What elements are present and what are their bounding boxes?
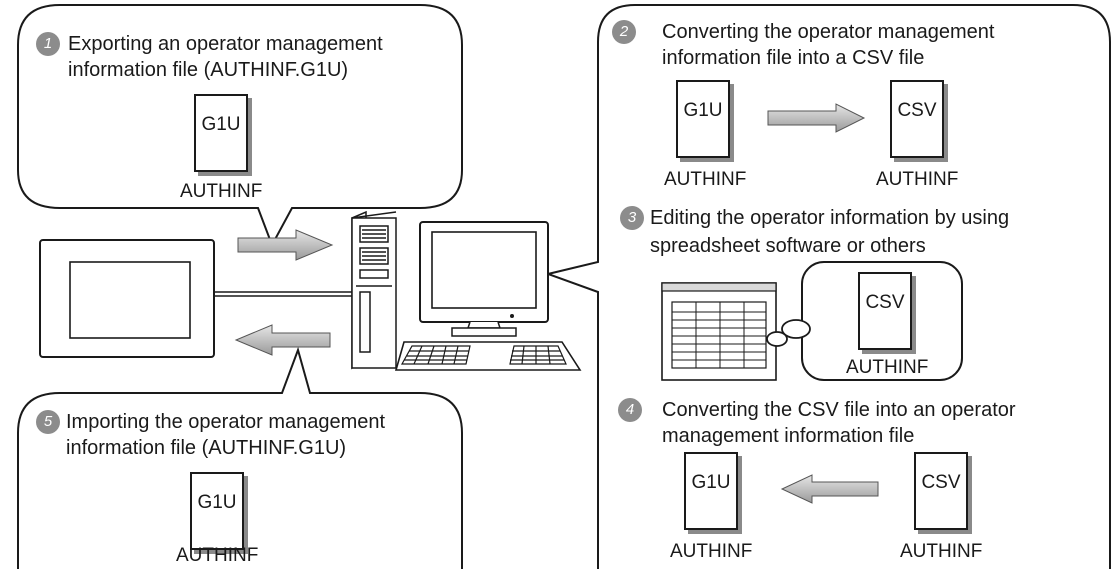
step-1-g1u-label: G1U bbox=[201, 114, 241, 135]
step-5-filename: AUTHINF bbox=[176, 545, 259, 566]
step-3-csv-file-icon: CSV bbox=[858, 272, 912, 350]
step-4-csv-label: CSV bbox=[921, 472, 961, 493]
step-2-csv-filename: AUTHINF bbox=[876, 169, 959, 190]
step-4-g1u-file-icon: G1U bbox=[684, 452, 738, 530]
step-4-g1u-label: G1U bbox=[691, 472, 731, 493]
step-5-badge: 5 bbox=[36, 410, 60, 434]
callout-bubble-5 bbox=[17, 346, 463, 569]
keyboard-icon bbox=[394, 341, 582, 371]
step-2-subtitle: information file into a CSV file bbox=[662, 47, 925, 69]
step-3-filename: AUTHINF bbox=[846, 357, 929, 378]
step-1-g1u-file-icon: G1U bbox=[194, 94, 248, 172]
step-4-subtitle: management information file bbox=[662, 425, 915, 447]
convert-to-csv-arrow-icon bbox=[767, 103, 866, 133]
step-4-badge: 4 bbox=[618, 398, 642, 422]
step-1-filename: AUTHINF bbox=[180, 181, 263, 202]
step-5-title: Importing the operator management bbox=[66, 411, 386, 433]
thought-circle-large bbox=[781, 319, 811, 339]
export-arrow-icon bbox=[237, 229, 334, 261]
step-1-title: Exporting an operator management bbox=[68, 33, 383, 55]
step-3-badge: 3 bbox=[620, 206, 644, 230]
step-1-badge: 1 bbox=[36, 32, 60, 56]
step-4-g1u-filename: AUTHINF bbox=[670, 541, 753, 562]
step-2-g1u-filename: AUTHINF bbox=[664, 169, 747, 190]
spreadsheet-icon bbox=[661, 282, 777, 381]
step-2-badge: 2 bbox=[612, 20, 636, 44]
step-4-csv-filename: AUTHINF bbox=[900, 541, 983, 562]
step-1-subtitle: information file (AUTHINF.G1U) bbox=[68, 59, 349, 81]
step-2-csv-label: CSV bbox=[897, 100, 937, 121]
tower-pc-icon bbox=[351, 210, 397, 370]
step-5-subtitle: information file (AUTHINF.G1U) bbox=[66, 437, 347, 459]
step-2-g1u-file-icon: G1U bbox=[676, 80, 730, 158]
step-3-title: Editing the operator information by usin… bbox=[650, 207, 1010, 229]
step-4-csv-file-icon: CSV bbox=[914, 452, 968, 530]
got-panel-icon bbox=[39, 239, 215, 358]
step-5-g1u-label: G1U bbox=[197, 492, 237, 513]
convert-to-g1u-arrow-icon bbox=[780, 474, 879, 504]
step-3-csv-label: CSV bbox=[865, 292, 905, 313]
step-2-csv-file-icon: CSV bbox=[890, 80, 944, 158]
step-4-title: Converting the CSV file into an operator bbox=[662, 399, 1016, 421]
step-2-g1u-label: G1U bbox=[683, 100, 723, 121]
thought-circle-small bbox=[766, 331, 788, 347]
monitor-icon bbox=[419, 221, 549, 337]
step-5-g1u-file-icon: G1U bbox=[190, 472, 244, 550]
step-3-subtitle: spreadsheet software or others bbox=[650, 235, 926, 257]
step-2-title: Converting the operator management bbox=[662, 21, 995, 43]
import-arrow-icon bbox=[234, 324, 331, 356]
